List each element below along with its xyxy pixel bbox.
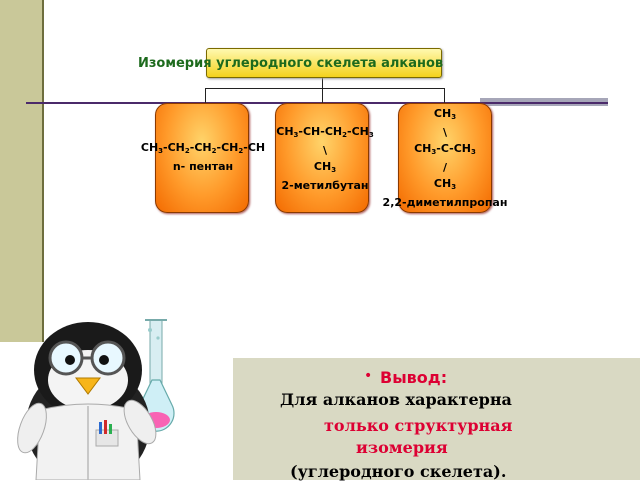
formula-line: CH3: [433, 177, 457, 191]
formula-line: \: [322, 144, 328, 157]
connector-left: [205, 88, 206, 103]
node-2-methylbutane: [275, 103, 369, 213]
conclusion-line-1: Для алканов характерна: [280, 390, 512, 409]
formula-2-methylbutane: CH3-CH-CH2-CH3 \ CH3 2-метилбутан: [266, 124, 384, 194]
formula-line: 2,2-диметилпропан: [382, 196, 508, 209]
conclusion-line-3: изомерия: [356, 438, 448, 457]
formula-n-pentane: CH3-CH2-CH2-CH2-CH n- пентан: [128, 140, 278, 175]
formula-line: CH3-CH-CH2-CH3: [276, 125, 374, 139]
left-decor-line: [42, 0, 44, 342]
conclusion-title: Вывод:: [380, 368, 448, 387]
formula-line: CH3: [433, 107, 457, 121]
diagram-title-box: [206, 48, 442, 78]
formula-line: \: [442, 126, 448, 139]
connector-right: [444, 88, 445, 103]
formula-line: 2-метилбутан: [281, 179, 369, 192]
conclusion-bullet: •: [364, 368, 373, 384]
conclusion-line-2: только структурная: [324, 416, 513, 435]
formula-line: CH3-C-CH3: [414, 142, 476, 156]
left-decor-band: [0, 0, 42, 342]
formula-22-dimethylpropane: CH3 \ CH3-C-CH3 / CH3 2,2-диметилпропан: [360, 106, 530, 211]
diagram-title: Изомерия углеродного скелета алканов: [138, 56, 444, 71]
formula-line: CH3: [313, 160, 337, 174]
formula-line: n- пентан: [172, 160, 234, 173]
node-n-pentane: [155, 103, 249, 213]
conclusion-panel: [230, 358, 640, 480]
conclusion-line-4: (углеродного скелета).: [290, 462, 507, 481]
formula-line: CH3-CH2-CH2-CH2-CH: [140, 141, 266, 155]
connector-middle: [322, 88, 323, 103]
penguin-scientist-icon: [17, 319, 175, 480]
connector-bar: [205, 88, 445, 89]
connector-stem: [322, 77, 323, 89]
node-22-dimethylpropane: [398, 103, 492, 213]
formula-line: /: [442, 161, 448, 174]
